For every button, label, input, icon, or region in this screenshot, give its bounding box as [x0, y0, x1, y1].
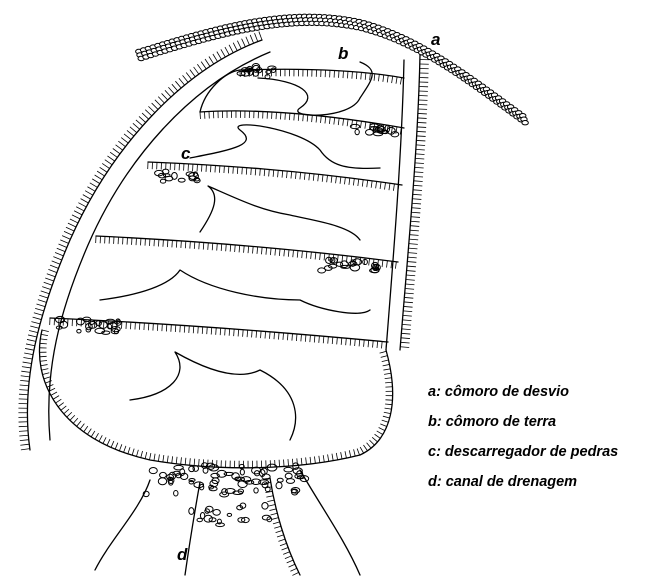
water-line-4	[100, 270, 370, 313]
label-b: b	[338, 44, 348, 64]
water-line-5	[130, 352, 296, 440]
drain-channel-stones	[189, 503, 272, 527]
hatch-terrace-3	[96, 236, 397, 269]
water-line-3	[200, 186, 360, 240]
hatch-right	[400, 55, 429, 348]
legend-item-b: b: cômoro de terra	[428, 412, 656, 442]
legend: a: cômoro de desvio b: cômoro de terra c…	[428, 382, 656, 502]
spillway-stones-top	[237, 64, 276, 79]
label-d: d	[177, 545, 187, 565]
hatch-terrace-top	[240, 69, 402, 84]
outer-bund-left-inner	[49, 52, 270, 440]
right-bund-inner	[386, 60, 404, 350]
hatch-bottom	[39, 330, 392, 468]
drain-line-1	[95, 480, 150, 570]
legend-item-d: d: canal de drenagem	[428, 472, 656, 502]
bottom-terrace	[39, 330, 392, 468]
bund-hatching	[18, 32, 429, 576]
spillway-stones-2	[155, 169, 201, 183]
terrace-top-left	[200, 70, 240, 112]
legend-item-a: a: cômoro de desvio	[428, 382, 656, 412]
terrace-line-3	[96, 236, 398, 262]
diversion-bund-stones	[136, 14, 529, 125]
hatch-terrace-2	[148, 162, 399, 191]
hatch-outer-left	[18, 32, 262, 450]
spillway-stones-3	[318, 257, 381, 273]
label-a: a	[431, 30, 440, 50]
legend-item-c: c: descarregador de pedras	[428, 442, 656, 472]
drain-line-4	[300, 470, 360, 575]
label-c: c	[181, 144, 190, 164]
water-line-2	[190, 125, 380, 169]
